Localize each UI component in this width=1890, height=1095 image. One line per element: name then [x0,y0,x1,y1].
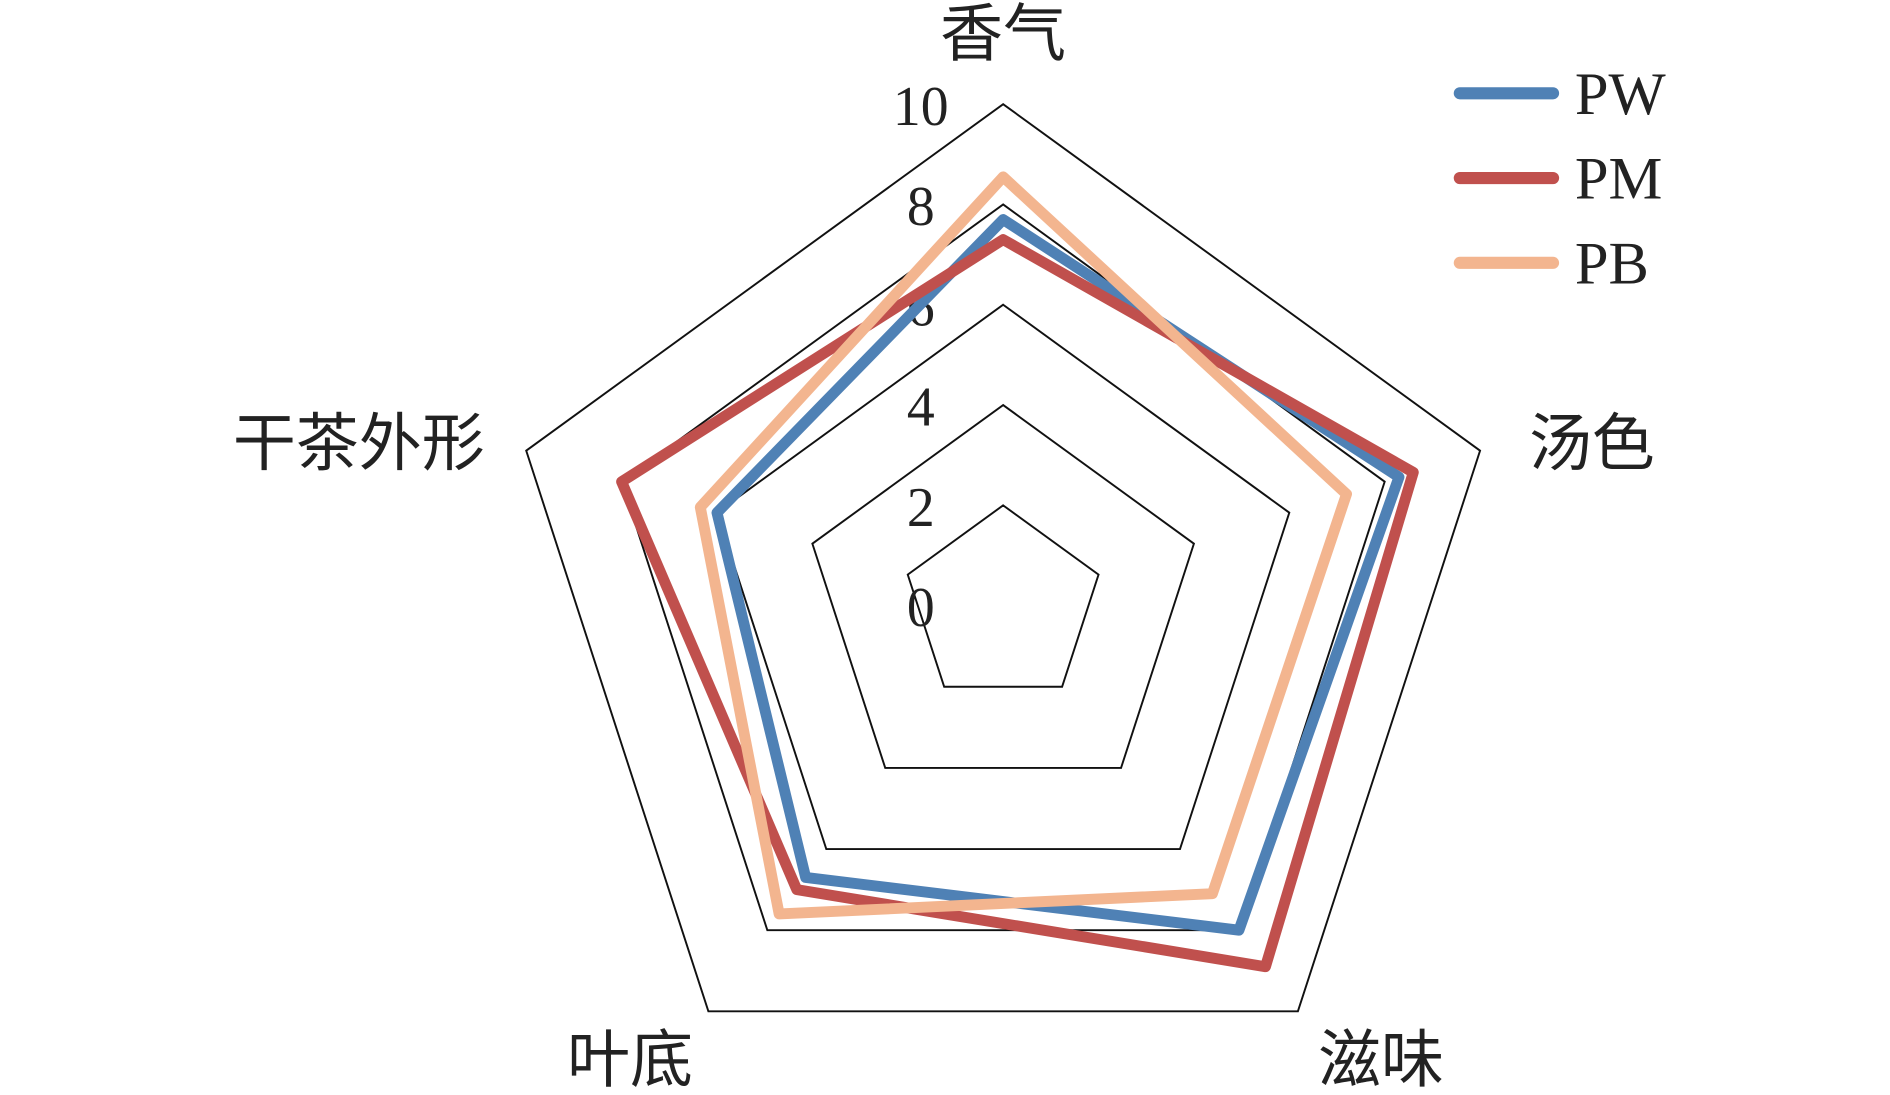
tick-label: 8 [907,176,935,238]
grid-ring-6 [715,303,1291,851]
axis-label: 滋味 [1318,1026,1444,1095]
tick-label: 10 [893,76,949,138]
series-PB-line [694,171,1352,920]
tick-label: 0 [907,577,935,639]
legend-label: PW [1575,61,1667,128]
grid-ring-4 [811,403,1196,769]
grid-ring-2 [906,504,1100,688]
series-PM-line [616,234,1419,973]
legend-label: PM [1575,146,1663,213]
grid-ring-10 [525,102,1482,1013]
legend: PW PM PB [1453,61,1667,297]
series-lines [616,171,1419,973]
axis-label: 叶底 [567,1026,693,1095]
axis-label: 干茶外形 [233,409,485,479]
tick-label: 4 [907,377,935,439]
legend-label: PB [1575,230,1649,297]
series-PW-line [711,214,1405,936]
tick-label: 2 [907,477,935,539]
axis-label: 汤色 [1529,409,1655,479]
grid-ring-8 [620,203,1386,932]
axis-label: 香气 [940,0,1066,70]
